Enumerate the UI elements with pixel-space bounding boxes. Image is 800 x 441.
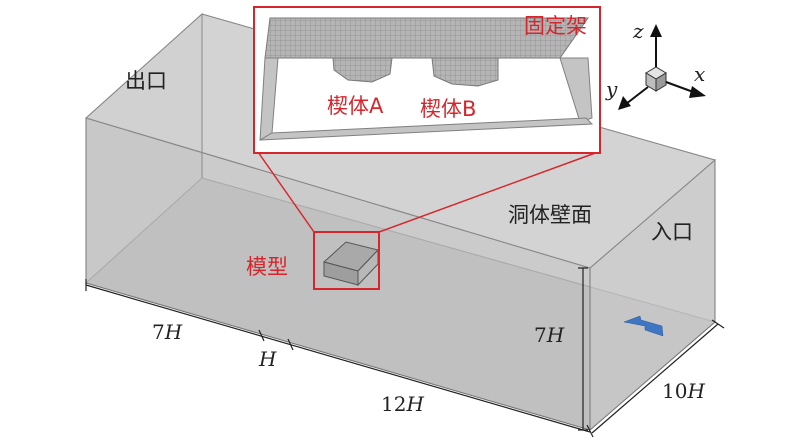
fixing-frame-right-leg [559,57,593,123]
dimension-lines [85,267,725,438]
dim-label-12h: 12H [381,392,424,416]
zoom-connector-right [378,151,599,233]
wedge-a-shape [332,57,393,83]
wedge-b-label: 楔体B [420,97,476,121]
model-label: 模型 [246,255,288,279]
y-axis-arrowhead [618,96,631,110]
x-axis-label: x [694,62,705,86]
wall-label: 洞体壁面 [508,203,592,227]
outlet-label: 出口 [125,69,167,93]
flow-direction-arrow [623,315,664,337]
y-axis-label: y [605,77,618,101]
dim-label-h: H [258,347,277,371]
frame-label: 固定架 [524,14,587,38]
model-in-tunnel [313,231,380,290]
inlet-label: 入口 [651,220,693,244]
fixing-frame-bottom-plate [259,117,594,141]
dim-label-7h-height: 7H [534,323,565,347]
zoom-inset [253,6,601,154]
dim-label-10h: 10H [662,379,705,403]
model-highlight-box [313,231,380,290]
zoom-connector-left [257,151,315,233]
dim-label-7h-length: 7H [152,320,183,344]
x-axis-arrowhead [689,86,706,98]
z-axis-arrowhead [650,24,662,37]
z-axis-label: z [632,19,644,43]
coordinate-axes [618,24,706,110]
wedge-a-label: 楔体A [327,94,384,118]
wedge-b-shape [431,57,499,87]
